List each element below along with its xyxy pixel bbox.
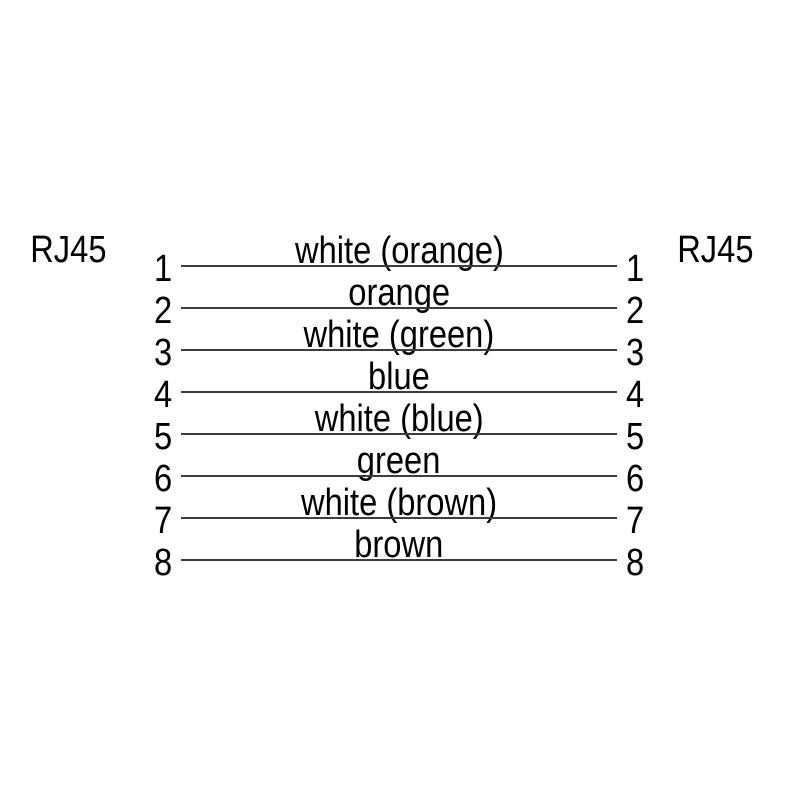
right-connector-label: RJ45 — [667, 231, 764, 269]
right-pin-number: 4 — [626, 374, 645, 416]
pin-row-3: 3 white (green) 3 — [0, 314, 800, 374]
left-pin-number: 5 — [153, 416, 172, 458]
wire-line — [181, 517, 617, 519]
left-pin-number: 2 — [153, 290, 172, 332]
wire-label: white (green) — [303, 314, 495, 356]
wire-line — [181, 559, 617, 561]
right-pin-number: 8 — [626, 542, 645, 584]
pin-row-6: 6 green 6 — [0, 440, 800, 500]
wire-label: white (brown) — [300, 482, 498, 524]
right-pin-number: 5 — [626, 416, 645, 458]
pin-row-2: 2 orange 2 — [0, 272, 800, 332]
right-pin-number: 2 — [626, 290, 645, 332]
left-pin-number: 7 — [153, 500, 172, 542]
left-connector-label: RJ45 — [20, 231, 117, 269]
wire-label: brown — [354, 524, 444, 566]
wire-label: white (blue) — [314, 398, 484, 440]
wire-label: orange — [348, 272, 450, 314]
wire-label: green — [357, 440, 441, 482]
wire-line — [181, 307, 617, 309]
wire-label: blue — [368, 356, 430, 398]
pin-row-5: 5 white (blue) 5 — [0, 398, 800, 458]
wire-line — [181, 391, 617, 393]
pin-row-7: 7 white (brown) 7 — [0, 482, 800, 542]
pin-row-1: 1 white (orange) 1 — [0, 230, 800, 290]
wire-line — [181, 265, 617, 267]
left-connector-text: RJ45 — [30, 229, 107, 271]
left-pin-number: 4 — [153, 374, 172, 416]
right-connector-text: RJ45 — [677, 229, 754, 271]
wire-line — [181, 349, 617, 351]
right-pin-number: 6 — [626, 458, 645, 500]
right-pin-number: 1 — [626, 248, 645, 290]
left-pin-number: 3 — [153, 332, 172, 374]
pin-row-4: 4 blue 4 — [0, 356, 800, 416]
right-pin-number: 3 — [626, 332, 645, 374]
pin-row-8: 8 brown 8 — [0, 524, 800, 584]
left-pin-number: 6 — [153, 458, 172, 500]
wire-line — [181, 433, 617, 435]
wire-label: white (orange) — [294, 230, 504, 272]
left-pin-number: 1 — [153, 248, 172, 290]
wire-line — [181, 475, 617, 477]
right-pin-number: 7 — [626, 500, 645, 542]
left-pin-number: 8 — [153, 542, 172, 584]
